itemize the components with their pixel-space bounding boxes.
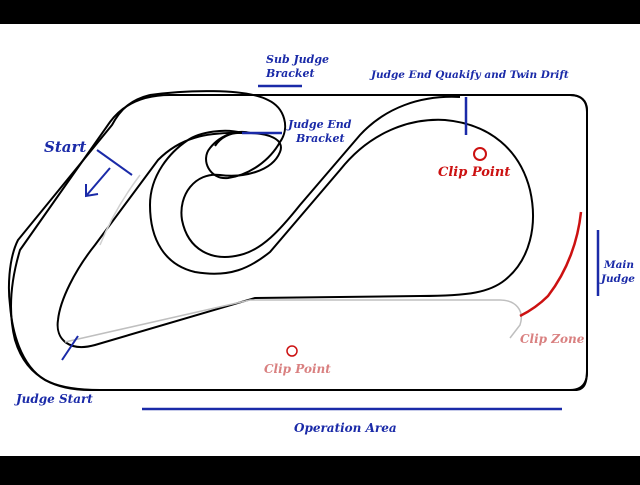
clip-point-bottom-label: Clip Point (264, 362, 331, 376)
judge-end-bracket-label-line2: Bracket (295, 132, 345, 145)
clip-zone-arc (519, 211, 583, 318)
judge-start-label: Judge Start (14, 392, 93, 406)
letterbox-top (0, 0, 640, 24)
sub-judge-label-line2: Bracket (265, 67, 315, 80)
sub-judge-label-line1: Sub Judge (266, 53, 329, 66)
outer-boundary (10, 94, 588, 391)
clip-zone-label: Clip Zone (520, 332, 585, 346)
clip-point-top-label: Clip Point (438, 165, 510, 180)
inner-track-boundary (56, 118, 534, 348)
lane-line-lower (64, 299, 522, 343)
judge-end-qualify-label: Judge End Quakify and Twin Drift (369, 69, 569, 81)
start-arrow-icon (85, 167, 111, 198)
judge-end-bracket-label-line1: Judge End (286, 118, 352, 131)
drawing-area (0, 24, 640, 456)
start-line (96, 149, 133, 176)
operation-area-label: Operation Area (294, 421, 397, 435)
judge-start-line (61, 335, 79, 361)
letterbox-bottom (0, 456, 640, 480)
start-label: Start (44, 138, 86, 156)
clip-point-top-marker (473, 147, 487, 161)
inner-hairpin (180, 95, 461, 258)
main-judge-label-line1: Main (603, 259, 634, 271)
clip-point-bottom-marker (286, 345, 298, 357)
lane-line-inner (99, 174, 141, 246)
main-judge-label-line2: Judge (599, 273, 635, 285)
